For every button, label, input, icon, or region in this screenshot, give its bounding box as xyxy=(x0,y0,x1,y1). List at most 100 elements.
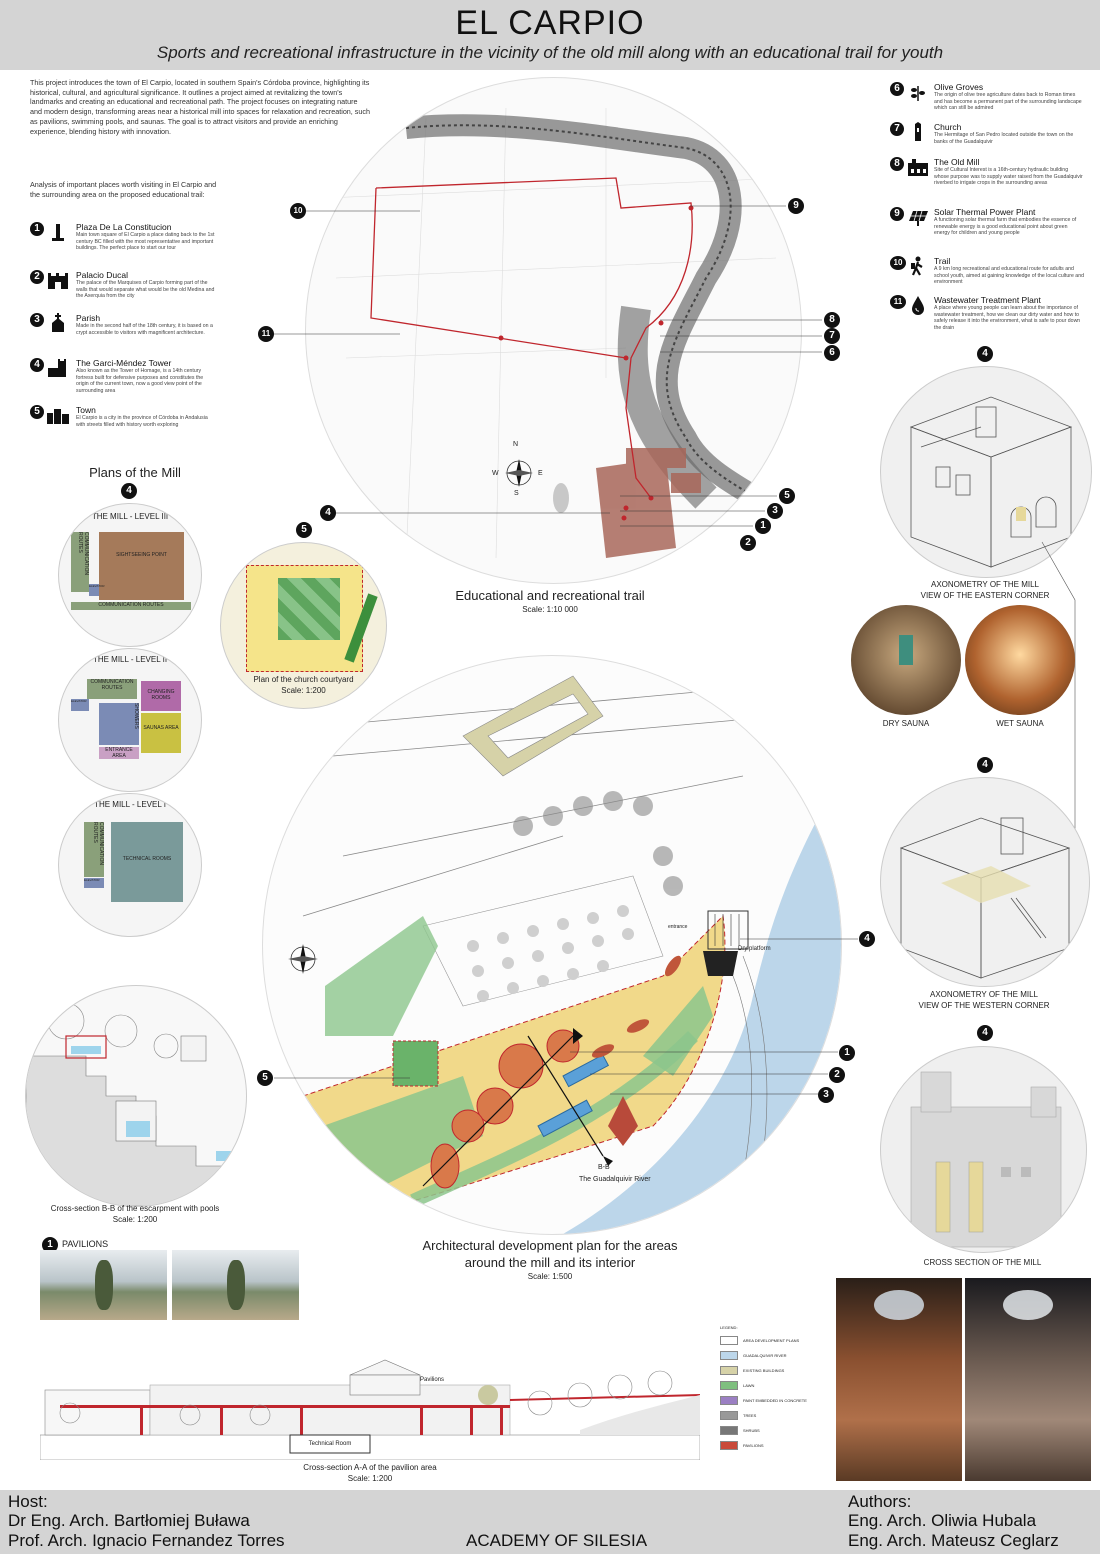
wet-sauna-label: WET SAUNA xyxy=(996,719,1044,728)
point-number: 3 xyxy=(30,313,44,327)
cross-mill-label: CROSS SECTION OF THE MILL xyxy=(923,1258,1042,1267)
legend-label: SHRUBS xyxy=(743,1428,760,1433)
footer: Host: Dr Eng. Arch. Bartłomiej Buława Pr… xyxy=(0,1490,1100,1554)
point-desc: Also known as the Tower of Homage, is a … xyxy=(76,368,204,394)
point-number: 4 xyxy=(30,358,44,372)
legend-item: GUADALQUIVIR RIVER xyxy=(720,1348,830,1363)
courtyard-scale: Scale: 1:200 xyxy=(281,686,326,695)
room-entrance: ENTRANCE AREA xyxy=(99,747,139,759)
point-desc: Made in the second half of the 18th cent… xyxy=(76,323,213,336)
trail-marker-5: 5 xyxy=(779,488,795,504)
trail-marker-2: 2 xyxy=(740,535,756,551)
trail-marker-6: 6 xyxy=(824,345,840,361)
trail-map-drawing xyxy=(325,107,794,559)
point-desc: A functioning solar thermal farm that em… xyxy=(934,217,1077,236)
trail-marker-3: 3 xyxy=(767,503,783,519)
legend-swatch xyxy=(720,1351,738,1360)
mill-level-2: THE MILL - LEVEL II COMMUNICATION ROUTES… xyxy=(58,648,202,792)
courtyard-label: Plan of the church courtyard xyxy=(253,675,354,684)
axo-east-drawing xyxy=(880,366,1092,578)
point-title: Town xyxy=(76,405,96,415)
courtyard-badge: 5 xyxy=(296,522,312,538)
axo-east-badge: 4 xyxy=(977,346,993,362)
mill-interior-photo-2 xyxy=(965,1278,1091,1481)
room-technical: TECHNICAL ROOMS xyxy=(111,822,183,902)
technical-room-label: Technical Room xyxy=(308,1441,352,1447)
compass-icon xyxy=(501,453,537,493)
analysis-intro: Analysis of important places worth visit… xyxy=(30,180,217,199)
host-label: Host: xyxy=(8,1492,48,1511)
legend-item: PAVILIONS xyxy=(720,1438,830,1453)
pavilions-label: PAVILIONS xyxy=(62,1239,109,1249)
room-changing: CHANGING ROOMS xyxy=(141,681,181,711)
pavilions-tag: Pavilions xyxy=(420,1377,445,1383)
legend-label: EXISTING BUILDINGS xyxy=(743,1368,785,1373)
axo-leader-line xyxy=(1041,541,1076,920)
point-number: 5 xyxy=(30,405,44,419)
pavilion-photo-1 xyxy=(40,1250,167,1320)
legend-item: TREES xyxy=(720,1408,830,1423)
mill-level-1: THE MILL - LEVEL I COMMUNICATION ROUTES … xyxy=(58,793,202,937)
room-saunas: SAUNAS AREA xyxy=(141,713,181,753)
room-elevator: ELEVATOR xyxy=(71,699,89,711)
town-icon xyxy=(47,409,69,424)
wet-sauna-photo xyxy=(965,605,1075,715)
point-title: Church xyxy=(934,122,962,132)
church-icon xyxy=(52,313,64,332)
mill-icon xyxy=(908,159,928,176)
legend-item: SHRUBS xyxy=(720,1423,830,1438)
legend-item: PAINT EMBEDDED IN CONCRETE xyxy=(720,1393,830,1408)
compass-s: S xyxy=(514,490,519,497)
point-desc: The Hermitage of San Pedro located outsi… xyxy=(934,132,1074,145)
site-marker-4: 4 xyxy=(859,931,875,947)
legend-swatch xyxy=(720,1381,738,1390)
compass-n: N xyxy=(513,441,519,448)
mill-interior-photo-1 xyxy=(836,1278,962,1481)
water-drop-icon xyxy=(912,296,924,315)
legend-item: AREA DEVELOPMENT PLANS xyxy=(720,1333,830,1348)
site-marker-2: 2 xyxy=(829,1067,845,1083)
legend-swatch xyxy=(720,1396,738,1405)
level-label: THE MILL - LEVEL I xyxy=(94,800,166,809)
plans-title: Plans of the Mill xyxy=(89,465,181,480)
pavilion-section: Pavilions Technical Room xyxy=(39,1355,701,1461)
tree xyxy=(227,1260,245,1310)
point-desc: Main town square of El Carpio a place da… xyxy=(76,232,215,251)
escarpment-caption: Cross-section B-B of the escarpment with… xyxy=(50,1204,220,1213)
cross-mill-drawing xyxy=(880,1046,1087,1253)
trail-map-caption: Educational and recreational trail xyxy=(455,588,645,603)
point-number: 1 xyxy=(30,222,44,236)
point-title: The Garci-Méndez Tower xyxy=(76,358,172,368)
axo-east-sub: VIEW OF THE EASTERN CORNER xyxy=(920,591,1050,600)
compass-icon xyxy=(284,938,322,980)
plans-badge: 4 xyxy=(121,483,137,499)
legend-title: LEGEND: xyxy=(720,1325,738,1330)
legend-label: PAVILIONS xyxy=(743,1443,764,1448)
point-number: 9 xyxy=(890,207,904,221)
site-plan: Dry platform entrance B-B The Guadalquiv… xyxy=(262,655,842,1235)
point-title: Parish xyxy=(76,313,101,323)
room-communication-2: COMMUNICATION ROUTES xyxy=(71,602,191,610)
axo-west-badge: 4 xyxy=(977,757,993,773)
legend-swatch xyxy=(720,1366,738,1375)
point-desc: A 9 km long recreational and educational… xyxy=(934,266,1084,285)
legend-item: EXISTING BUILDINGS xyxy=(720,1363,830,1378)
trail-leader-lines xyxy=(274,205,822,527)
palace-icon xyxy=(48,273,68,289)
site-marker-3: 3 xyxy=(818,1087,834,1103)
point-number: 7 xyxy=(890,122,904,136)
point-desc: Site of Cultural Interest is a 16th-cent… xyxy=(934,167,1083,186)
site-plan-scale: Scale: 1:500 xyxy=(527,1272,573,1281)
room-communication: COMMUNICATION ROUTES xyxy=(71,532,89,592)
pavilions-badge: 1 xyxy=(42,1237,58,1253)
site-plan-caption-2: around the mill and its interior xyxy=(464,1255,636,1270)
